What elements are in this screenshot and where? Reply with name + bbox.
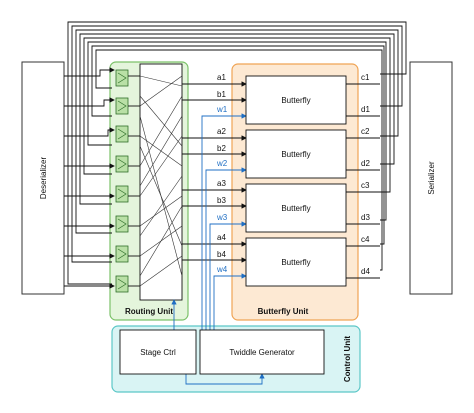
mux-2-glyph xyxy=(117,100,127,112)
mux-8-glyph xyxy=(117,278,127,290)
butterfly-unit-title: Butterfly Unit xyxy=(258,307,309,316)
output-d4: d4 xyxy=(361,267,370,276)
crossbar-wires xyxy=(139,75,183,287)
deserializer-block xyxy=(21,61,65,295)
input-w2: w2 xyxy=(216,159,228,168)
stage-ctrl-label: Stage Ctrl xyxy=(140,348,176,357)
mux-3-glyph xyxy=(117,128,127,140)
output-d3: d3 xyxy=(361,213,370,222)
output-d1: d1 xyxy=(361,105,370,114)
input-b1: b1 xyxy=(217,90,226,99)
serializer-block xyxy=(409,61,453,295)
input-a3: a3 xyxy=(217,179,226,188)
deserializer-label: Deserializer xyxy=(39,157,48,200)
input-w1: w1 xyxy=(216,105,228,114)
mux-7-glyph xyxy=(117,248,127,260)
control-unit-title: Control Unit xyxy=(343,336,352,383)
input-a1: a1 xyxy=(217,73,226,82)
mux-to-crossbar-wires xyxy=(128,75,140,287)
mux-6-glyph xyxy=(117,218,127,230)
input-w3: w3 xyxy=(216,213,228,222)
routing-unit-title: Routing Unit xyxy=(125,307,173,316)
output-c3: c3 xyxy=(361,181,370,190)
output-c1: c1 xyxy=(361,73,370,82)
butterfly-1-label: Butterfly xyxy=(281,96,310,105)
stage-ctrl-block xyxy=(119,329,197,375)
butterfly-4: Butterfly xyxy=(245,237,347,287)
twiddle-wires xyxy=(171,113,265,385)
mux-5-glyph xyxy=(117,188,127,200)
input-b4: b4 xyxy=(217,250,226,259)
crossbar-box xyxy=(139,63,183,301)
data-wires xyxy=(182,81,247,263)
input-w4: w4 xyxy=(216,265,228,274)
butterfly-3: Butterfly xyxy=(245,183,347,233)
twiddle-generator-block xyxy=(199,329,325,375)
butterfly-3-label: Butterfly xyxy=(281,204,310,213)
output-c4: c4 xyxy=(361,235,370,244)
output-wires xyxy=(346,83,380,279)
butterfly-4-label: Butterfly xyxy=(281,258,310,267)
butterfly-2-label: Butterfly xyxy=(281,150,310,159)
input-a2: a2 xyxy=(217,127,226,136)
output-c2: c2 xyxy=(361,127,370,136)
input-b3: b3 xyxy=(217,196,226,205)
serializer-label: Serializer xyxy=(427,161,436,195)
mux-4-glyph xyxy=(117,158,127,170)
butterfly-2: Butterfly xyxy=(245,129,347,179)
input-a4: a4 xyxy=(217,233,226,242)
output-d2: d2 xyxy=(361,159,370,168)
deserializer-wires xyxy=(64,67,115,289)
butterfly-1: Butterfly xyxy=(245,75,347,125)
input-b2: b2 xyxy=(217,144,226,153)
mux-1-glyph xyxy=(117,72,127,84)
mux-column xyxy=(115,69,129,293)
feedback-wires xyxy=(67,21,407,285)
twiddle-generator-label: Twiddle Generator xyxy=(229,348,295,357)
